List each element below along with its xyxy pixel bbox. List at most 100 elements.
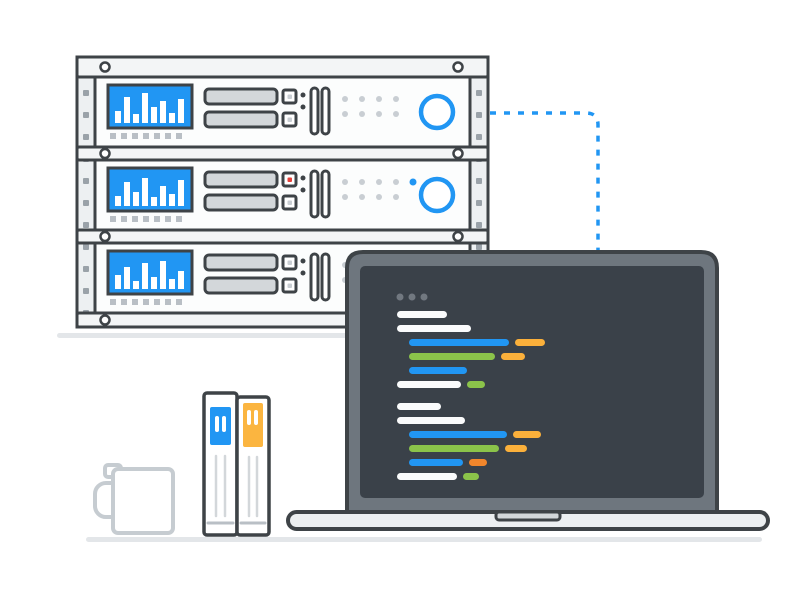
rack-rail-hole — [476, 200, 482, 206]
status-led — [342, 111, 348, 117]
drive-indicator — [287, 94, 292, 99]
status-led — [393, 194, 399, 200]
drive-bay — [203, 276, 279, 295]
status-led — [342, 179, 348, 185]
drive-bay — [203, 253, 279, 272]
status-led — [393, 96, 399, 102]
display-pixel — [165, 299, 171, 305]
display-bar — [115, 275, 121, 289]
status-led — [376, 194, 382, 200]
display-bar — [142, 93, 148, 123]
vent-dot — [300, 270, 306, 276]
rack-rail-hole — [83, 200, 89, 206]
rack-rail-left — [75, 55, 97, 329]
display-pixel — [110, 299, 116, 305]
vent-dot — [300, 258, 306, 264]
display-bar — [124, 97, 130, 123]
display-bar — [133, 192, 139, 206]
rack-rail-hole — [83, 134, 89, 140]
status-led — [376, 179, 382, 185]
display-pixel — [132, 133, 138, 139]
code-line-segment — [397, 473, 457, 480]
code-line-segment — [409, 431, 507, 438]
rack-rail-hole — [83, 266, 89, 272]
display-bar — [133, 281, 139, 289]
laptop-base-notch — [494, 510, 562, 522]
display-pixel — [121, 133, 127, 139]
code-line-segment — [467, 381, 485, 388]
rack-screw — [99, 314, 111, 326]
code-line-segment — [409, 353, 495, 360]
status-led — [359, 179, 365, 185]
laptop — [286, 250, 770, 531]
display-bar — [142, 263, 148, 289]
display-pixel — [165, 133, 171, 139]
binder-left — [202, 391, 239, 537]
status-led — [393, 111, 399, 117]
code-line-segment — [409, 445, 499, 452]
display-pixel — [154, 299, 160, 305]
display-bar — [151, 107, 157, 123]
drive-indicator — [287, 260, 292, 265]
window-control-dot — [408, 293, 416, 301]
status-led — [359, 96, 365, 102]
display-pixel — [110, 216, 116, 222]
code-line-segment — [463, 473, 479, 480]
laptop-screen — [360, 266, 704, 498]
code-window-controls — [396, 293, 428, 301]
display-pixel — [176, 299, 182, 305]
rack-band — [75, 55, 490, 79]
display-pixel — [176, 216, 182, 222]
display-pixel — [165, 216, 171, 222]
code-line-segment — [409, 367, 467, 374]
rack-band — [75, 145, 490, 162]
display-bar — [115, 111, 121, 123]
status-led — [342, 194, 348, 200]
drive-indicator — [287, 177, 292, 182]
server-unit — [93, 75, 472, 149]
mug-body — [111, 467, 175, 535]
power-ring — [418, 176, 456, 214]
drive-bay — [203, 193, 279, 212]
code-line-segment — [397, 381, 461, 388]
status-led — [376, 111, 382, 117]
display-bar — [124, 267, 130, 289]
display-pixel — [143, 133, 149, 139]
rack-rail-hole — [476, 222, 482, 228]
display-pixel — [132, 216, 138, 222]
drive-indicator — [287, 117, 292, 122]
rack-screw — [99, 230, 111, 243]
display-pixel — [121, 299, 127, 305]
display-bar — [160, 101, 166, 123]
binder-label-bar — [222, 416, 226, 432]
binder-left-label — [210, 407, 231, 445]
display-bar — [133, 114, 139, 123]
binder-right-label — [243, 403, 263, 447]
drive-bay — [203, 87, 279, 106]
vent-dot — [300, 175, 306, 181]
vent-bar — [320, 169, 331, 219]
display-pixel — [121, 216, 127, 222]
display-bar — [124, 182, 130, 206]
code-line-segment — [409, 339, 509, 346]
display-bar — [169, 279, 175, 289]
rack-screw — [452, 230, 464, 243]
vent-bar — [309, 252, 320, 302]
code-line-segment — [409, 459, 463, 466]
display-bar — [151, 197, 157, 206]
binder-label-bar — [215, 416, 219, 432]
server-unit — [93, 158, 472, 232]
display-bar — [178, 180, 184, 206]
rack-rail-hole — [83, 178, 89, 184]
display-pixel — [110, 133, 116, 139]
status-led — [359, 194, 365, 200]
vent-bar — [309, 169, 320, 219]
rack-rail-hole — [83, 244, 89, 250]
display-bar — [169, 194, 175, 206]
display-bar — [160, 186, 166, 206]
vent-bar — [309, 86, 320, 136]
rack-rail-hole — [476, 112, 482, 118]
binder-label-bar — [247, 410, 251, 425]
code-line-segment — [515, 339, 545, 346]
